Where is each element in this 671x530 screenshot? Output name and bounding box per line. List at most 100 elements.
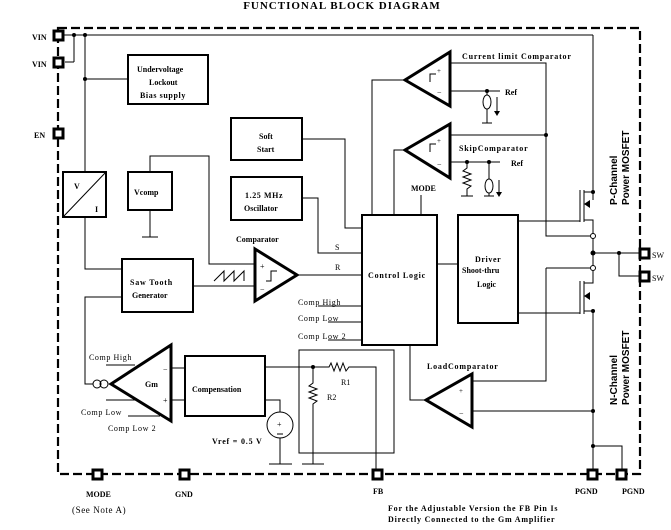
gm-amplifier: − + Gm	[108, 342, 173, 424]
svg-text:FB: FB	[373, 487, 384, 496]
svg-text:Shoot-thru: Shoot-thru	[462, 266, 500, 275]
gm-current-source-icon	[92, 379, 109, 389]
package-outline	[56, 26, 642, 476]
svg-text:SW: SW	[652, 274, 664, 283]
svg-text:Comp High: Comp High	[298, 298, 341, 307]
load-plus-wire	[472, 268, 547, 382]
control-logic-block: Control Logic	[361, 214, 438, 346]
ref1-label: Ref	[505, 88, 517, 97]
svg-text:Logic: Logic	[477, 280, 497, 289]
svg-text:Bias supply: Bias supply	[140, 91, 186, 100]
oscillator-wire	[302, 197, 362, 254]
svg-text:Comp Low: Comp Low	[298, 314, 339, 323]
svg-text:Soft: Soft	[259, 132, 273, 141]
svg-text:PGND: PGND	[622, 487, 645, 496]
footnote-line-2: Directly Connected to the Gm Amplifier	[388, 515, 555, 524]
svg-text:PGND: PGND	[575, 487, 598, 496]
svg-text:P-Channel: P-Channel	[609, 155, 620, 205]
vref-source-icon: +	[266, 411, 294, 465]
svg-text:Comparator: Comparator	[236, 235, 279, 244]
svg-text:V: V	[74, 182, 80, 191]
vref-wire	[265, 399, 281, 412]
svg-text:(See Note A): (See Note A)	[72, 505, 126, 515]
p-channel-label: P-Channel Power MOSFET	[609, 131, 632, 205]
skip-comparator: + − SkipComparator	[402, 121, 528, 181]
svg-text:+: +	[437, 137, 441, 145]
svg-text:R2: R2	[327, 393, 336, 402]
svg-text:Driver: Driver	[475, 255, 501, 264]
svg-text:EN: EN	[34, 131, 45, 140]
current-source-icon	[482, 91, 500, 124]
svg-text:Comp Low 2: Comp Low 2	[298, 332, 346, 341]
svg-text:SkipComparator: SkipComparator	[459, 144, 528, 153]
skip-current-source-icon	[484, 162, 502, 197]
svg-text:−: −	[437, 160, 442, 169]
oscillator-block: 1.25 MHz Oscillator	[230, 176, 303, 221]
svg-text:Lockout: Lockout	[149, 78, 178, 87]
vi-to-sawtooth-wire	[84, 217, 122, 270]
pin-vin-2[interactable]: VIN	[32, 56, 65, 69]
svg-text:Power MOSFET: Power MOSFET	[621, 331, 632, 405]
svg-text:−: −	[459, 409, 464, 418]
pin-en[interactable]: EN	[34, 127, 65, 140]
s-label: S	[335, 243, 339, 252]
sw2-wire	[618, 253, 640, 277]
mode-label: MODE	[411, 184, 436, 193]
pin-vin-1[interactable]: VIN	[32, 29, 65, 42]
svg-text:−: −	[163, 365, 168, 374]
svg-text:Oscillator: Oscillator	[244, 204, 278, 213]
footnote-line-1: For the Adjustable Version the FB Pin Is	[388, 504, 558, 513]
gm-comp-low2-label: Comp Low 2	[108, 424, 156, 433]
svg-text:VIN: VIN	[32, 60, 47, 69]
svg-text:Vcomp: Vcomp	[134, 188, 159, 197]
svg-text:Control Logic: Control Logic	[368, 271, 426, 280]
uvlo-block: Undervoltage Lockout Bias supply	[127, 54, 209, 105]
current-limit-comparator: + − Current limit Comparator	[402, 49, 572, 109]
sense-wire	[545, 135, 590, 237]
divider-outline	[298, 349, 395, 454]
svg-text:I: I	[95, 205, 98, 214]
r-label: R	[335, 263, 341, 272]
sawtooth-waveform-icon	[213, 269, 245, 283]
pin-gnd[interactable]: GND	[175, 468, 193, 499]
vcomp-block: Vcomp	[127, 171, 173, 238]
svg-text:−: −	[260, 285, 265, 294]
sawtooth-generator-block: Saw Tooth Generator	[121, 258, 194, 313]
skip-resistor-icon	[461, 162, 473, 197]
pin-sw-2[interactable]: SW	[638, 270, 664, 283]
n-channel-label: N-Channel Power MOSFET	[609, 331, 632, 405]
pin-fb[interactable]: FB	[371, 468, 384, 496]
pin-sw-1[interactable]: SW	[638, 247, 664, 260]
svg-text:Saw Tooth: Saw Tooth	[130, 278, 173, 287]
diagram-title: FUNCTIONAL BLOCK DIAGRAM	[243, 0, 441, 12]
soft-start-wire	[302, 138, 362, 229]
vref-label: Vref = 0.5 V	[212, 437, 263, 446]
current-limit-plus-wire	[450, 62, 547, 135]
ref2-label: Ref	[511, 159, 523, 168]
pin-mode[interactable]: MODE (See Note A)	[72, 468, 126, 515]
svg-text:LoadComparator: LoadComparator	[427, 362, 499, 371]
gm-to-sawtooth-wire	[84, 296, 122, 385]
load-comparator: + − LoadComparator	[422, 362, 499, 430]
svg-text:SW: SW	[652, 251, 664, 260]
svg-text:+: +	[459, 387, 463, 395]
comp-signal-inputs: Comp High Comp Low Comp Low 2	[298, 298, 362, 341]
vcomp-to-comparator-wire	[149, 155, 255, 265]
compensation-block: Compensation	[184, 355, 266, 417]
svg-text:VIN: VIN	[32, 33, 47, 42]
current-limit-output-wire	[371, 79, 405, 215]
pgnd2-wire	[593, 445, 623, 470]
gm-comp-low-label: Comp Low	[81, 408, 122, 417]
svg-text:GND: GND	[175, 490, 193, 499]
svg-text:R1: R1	[341, 378, 350, 387]
svg-text:Start: Start	[257, 145, 275, 154]
svg-text:Gm: Gm	[145, 380, 158, 389]
soft-start-block: Soft Start	[230, 117, 303, 161]
svg-text:+: +	[260, 262, 265, 271]
driver-block: Driver Shoot-thru Logic	[457, 214, 519, 324]
svg-text:Undervoltage: Undervoltage	[137, 65, 184, 74]
svg-text:Power MOSFET: Power MOSFET	[621, 131, 632, 205]
hysteresis-icon	[266, 270, 277, 282]
svg-text:−: −	[437, 88, 442, 97]
svg-text:Current limit Comparator: Current limit Comparator	[462, 52, 572, 61]
